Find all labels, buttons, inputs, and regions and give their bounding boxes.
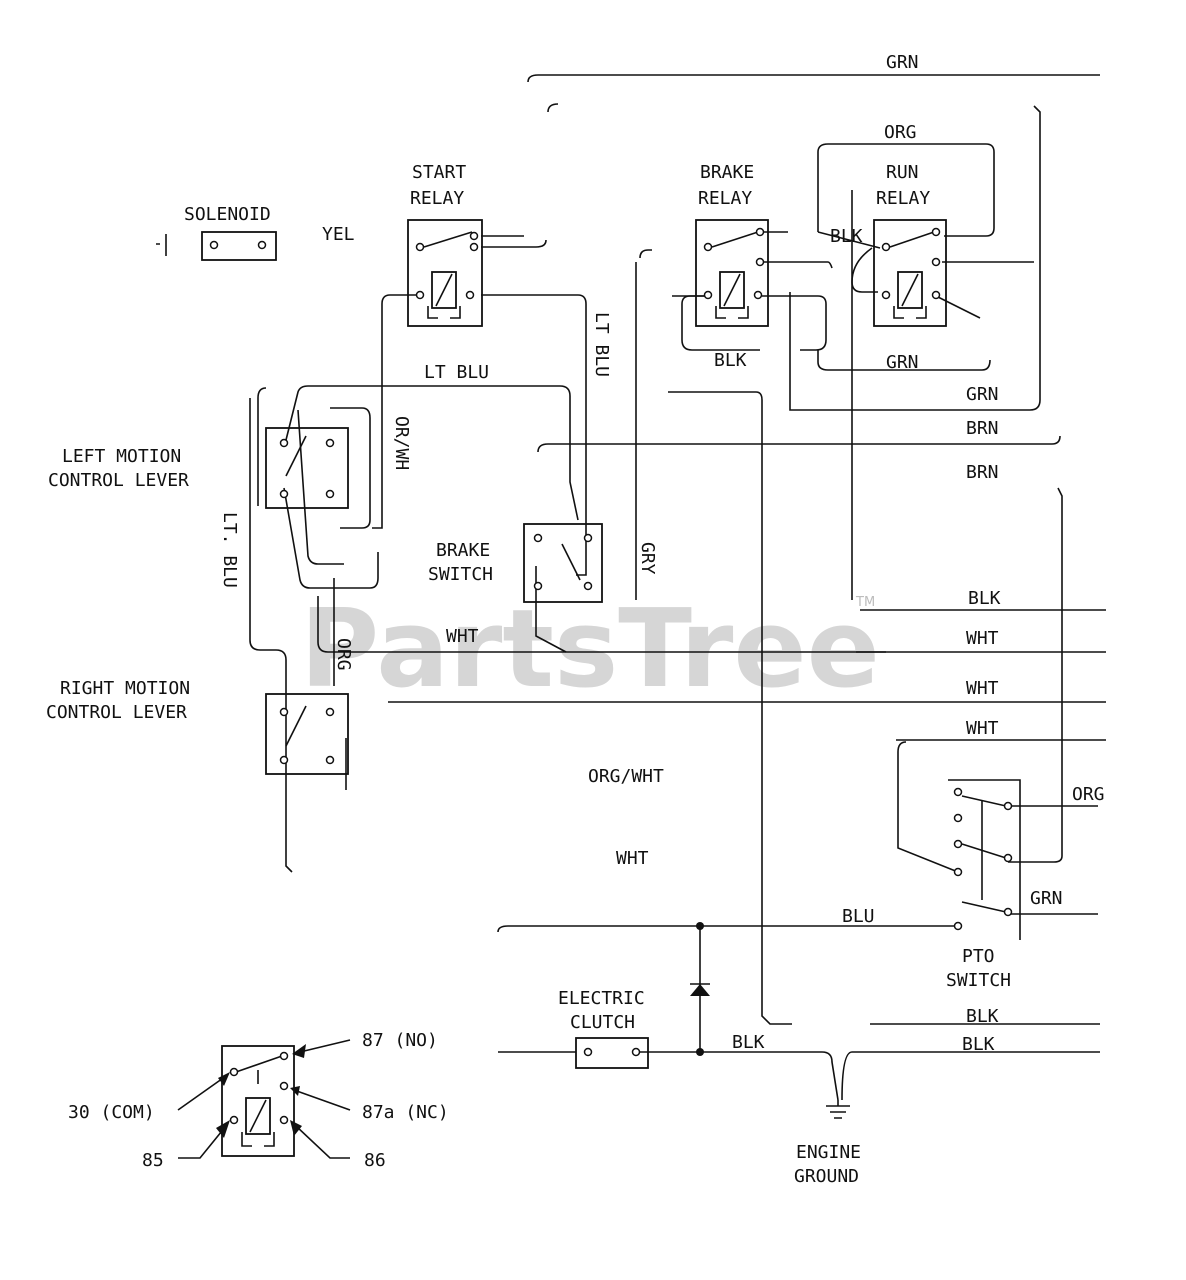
wire-label-blk-brake-run: BLK bbox=[830, 226, 863, 247]
wire-label-brn-1: BRN bbox=[966, 418, 999, 439]
brake-relay-label-line2: RELAY bbox=[698, 188, 752, 209]
wire-label-org-top: ORG bbox=[884, 122, 917, 143]
left-lever-label-line2: CONTROL LEVER bbox=[48, 470, 189, 491]
wire-label-wht-3: WHT bbox=[966, 718, 999, 739]
legend-86: 86 bbox=[364, 1150, 386, 1171]
clutch-label-line2: CLUTCH bbox=[570, 1012, 635, 1033]
wire-label-blk-bottom-2: BLK bbox=[962, 1034, 995, 1055]
brake-relay-body bbox=[695, 219, 769, 327]
engine-ground-label-line1: ENGINE bbox=[796, 1142, 861, 1163]
wire-label-or-wh: OR/WH bbox=[391, 416, 412, 470]
watermark: PartsTree TM bbox=[300, 587, 880, 712]
left-motion-control-lever: LEFT MOTION CONTROL LEVER bbox=[48, 427, 349, 509]
start-relay-body bbox=[407, 219, 483, 327]
wire-label-brn-2: BRN bbox=[966, 462, 999, 483]
wire-label-blk-clutch: BLK bbox=[732, 1032, 765, 1053]
legend-87: 87 (NO) bbox=[362, 1030, 438, 1051]
wire-label-wht-brake: WHT bbox=[446, 626, 479, 647]
start-relay-label-line2: RELAY bbox=[410, 188, 464, 209]
relay-legend: 87 (NO) 30 (COM) 87a (NC) 85 86 bbox=[68, 1030, 449, 1171]
run-relay-body bbox=[873, 219, 947, 327]
right-lever-body bbox=[265, 693, 349, 775]
clutch-body bbox=[575, 1037, 649, 1069]
solenoid: SOLENOID YEL bbox=[156, 204, 355, 261]
wire-label-gry: GRY bbox=[637, 542, 658, 575]
legend-85: 85 bbox=[142, 1150, 164, 1171]
run-relay: RUN RELAY GRN bbox=[873, 162, 947, 373]
diode bbox=[690, 922, 710, 1056]
wire-label-grn-right: GRN bbox=[966, 384, 999, 405]
solenoid-label: SOLENOID bbox=[184, 204, 271, 225]
wire-label-wht-2: WHT bbox=[966, 678, 999, 699]
run-relay-label-line2: RELAY bbox=[876, 188, 930, 209]
watermark-trademark: TM bbox=[855, 595, 875, 610]
wire-label-wht-mid: WHT bbox=[616, 848, 649, 869]
wire-label-yel: YEL bbox=[322, 224, 355, 245]
clutch-label-line1: ELECTRIC bbox=[558, 988, 645, 1009]
brake-relay: BRAKE RELAY BLK bbox=[695, 162, 769, 371]
wire-label-blk-right: BLK bbox=[968, 588, 1001, 609]
wire-label-org-pto: ORG bbox=[1072, 784, 1105, 805]
legend-30: 30 (COM) bbox=[68, 1102, 155, 1123]
left-lever-body bbox=[265, 427, 349, 509]
brake-switch: BRAKE SWITCH bbox=[428, 523, 603, 603]
pto-switch: PTO SWITCH bbox=[946, 779, 1021, 991]
engine-ground-label-line2: GROUND bbox=[794, 1166, 859, 1187]
wire-label-blu: BLU bbox=[842, 906, 875, 927]
wire-label-grn-run-relay: GRN bbox=[886, 352, 919, 373]
wire-label-wht-1: WHT bbox=[966, 628, 999, 649]
pto-switch-label-line1: PTO bbox=[962, 946, 995, 967]
right-lever-label-line1: RIGHT MOTION bbox=[60, 678, 190, 699]
brake-relay-label-line1: BRAKE bbox=[700, 162, 754, 183]
brake-switch-label-line1: BRAKE bbox=[436, 540, 490, 561]
wire-label-lt-blu-top: LT BLU bbox=[424, 362, 489, 383]
wire-label-blk-brake-relay: BLK bbox=[714, 350, 747, 371]
legend-87a: 87a (NC) bbox=[362, 1102, 449, 1123]
wire-label-grn-pto: GRN bbox=[1030, 888, 1063, 909]
brake-switch-body bbox=[523, 523, 603, 603]
wire-label-blk-bottom-1: BLK bbox=[966, 1006, 999, 1027]
wire-label-org-wht: ORG/WHT bbox=[588, 766, 664, 787]
start-relay: START RELAY bbox=[407, 162, 483, 327]
wire-labels: GRN ORG BLK LT BLU LT BLU LT. BLU OR/WH … bbox=[219, 52, 1105, 1055]
right-motion-control-lever: RIGHT MOTION CONTROL LEVER bbox=[46, 678, 349, 775]
solenoid-body bbox=[201, 231, 277, 261]
pto-switch-label-line2: SWITCH bbox=[946, 970, 1011, 991]
electric-clutch: ELECTRIC CLUTCH bbox=[558, 988, 649, 1069]
start-relay-label-line1: START bbox=[412, 162, 466, 183]
left-lever-label-line1: LEFT MOTION bbox=[62, 446, 181, 467]
brake-switch-label-line2: SWITCH bbox=[428, 564, 493, 585]
wires bbox=[249, 74, 1106, 1101]
wire-label-org-right-lever: ORG bbox=[333, 638, 354, 671]
run-relay-label-line1: RUN bbox=[886, 162, 919, 183]
wire-label-lt-blu-vert: LT BLU bbox=[591, 312, 612, 377]
watermark-text: PartsTree bbox=[300, 587, 880, 712]
wire-label-grn-top: GRN bbox=[886, 52, 919, 73]
wire-label-lt-blu-left: LT. BLU bbox=[219, 512, 240, 588]
engine-ground: ENGINE GROUND bbox=[794, 1100, 861, 1187]
right-lever-label-line2: CONTROL LEVER bbox=[46, 702, 187, 723]
legend-relay-body bbox=[221, 1045, 295, 1157]
